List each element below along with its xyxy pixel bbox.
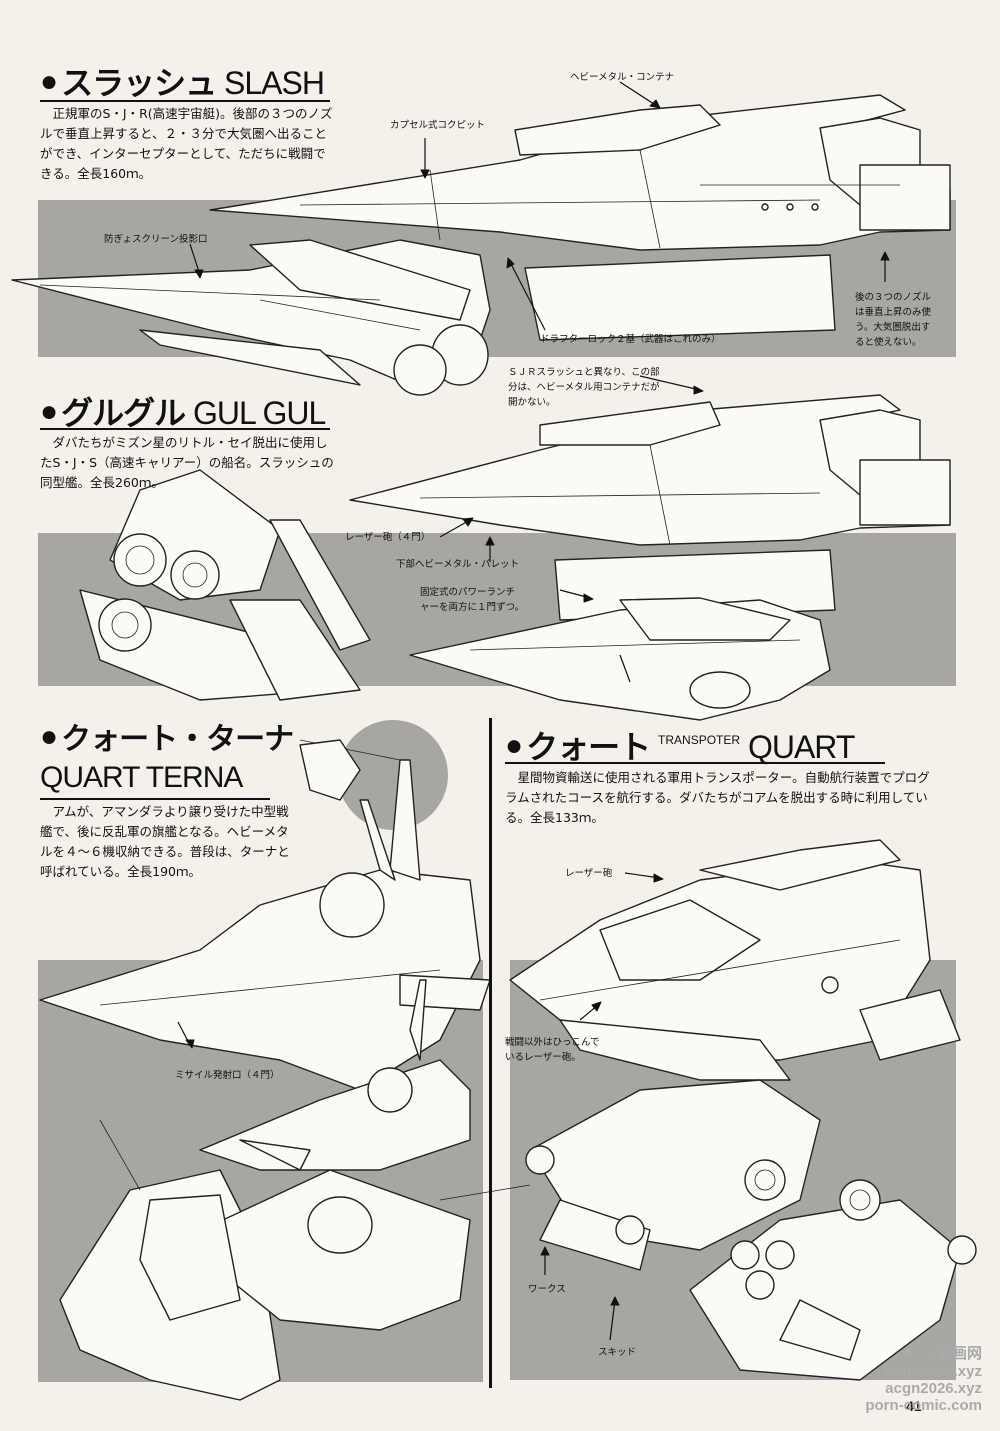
bullet-icon: ● (40, 65, 58, 98)
gulgul-label-laser-cannon: レーザー砲（４門） (345, 532, 431, 543)
gulgul-description: ダバたちがミズン星のリトル・セイ脱出に使用したS・J・S（高速キャリアー）の船名… (40, 435, 334, 490)
quart-title-rule (505, 762, 885, 764)
slash-side-view (209, 94, 951, 341)
quart-title-jp: クォート (526, 729, 651, 765)
gulgul-title: ●グルグル GUL GUL (40, 388, 326, 434)
slash-title-rule (40, 100, 330, 102)
slash-label-rear-nozzles: 後の３つのノズル は垂直上昇のみ使 う。大気圏脱出す ると使えない。 (855, 292, 932, 348)
quart-terna-main-view (39, 739, 491, 1091)
watermark: ACG漫画网 acgn2025.xyz acgn2026.xyz porn-co… (865, 1342, 982, 1414)
slash-description: 正規軍のS・J・R(高速宇宙艇)。後部の３つのノズルで垂直上昇すると、２・３分で… (40, 106, 333, 181)
watermark-line: ACG漫画网 (903, 1345, 982, 1362)
watermark-line: acgn2026.xyz (885, 1380, 982, 1397)
terna-label-missile-port: ミサイル発射口（４門） (175, 1070, 280, 1081)
watermark-line: acgn2025.xyz (885, 1363, 982, 1380)
quart-rear-view (525, 1079, 821, 1271)
terna-title-en: QUART TERNA (40, 761, 243, 794)
quart-label-retract-note: 戦闘以外はひっこんで いるレーザー砲。 (505, 1037, 600, 1063)
terna-description: アムが、アマンダラより譲り受けた中型戦艦で、後に反乱軍の旗艦となる。ヘビーメタル… (40, 804, 290, 879)
gulgul-label-lower-pallet: 下部へビーメタル・パレット (396, 559, 520, 570)
terna-title-jp: クォート・ターナ (61, 723, 294, 756)
quart-title-sub: TRANSPOTER (658, 733, 741, 747)
quart-label-works: ワークス (528, 1284, 566, 1295)
watermark-line: porn-comic.com (865, 1397, 982, 1414)
page-number: 41 (906, 1398, 922, 1414)
gulgul-title-jp: グルグル (61, 395, 186, 431)
quart-front-view (689, 1179, 977, 1381)
column-divider (489, 718, 492, 1388)
slash-title-en: SLASH (224, 65, 325, 101)
bullet-icon: ● (40, 395, 58, 428)
quart-label-skid: スキッド (598, 1347, 637, 1358)
slash-title-jp: スラッシュ (61, 65, 217, 101)
slash-title: ●スラッシュ SLASH (40, 58, 325, 104)
slash-angled-view (11, 239, 491, 396)
gulgul-label-power-launcher: 固定式のパワーランチ ャーを両方に１門ずつ。 (420, 587, 525, 613)
quart-title-en: QUART (747, 729, 855, 765)
gulgul-lower-view (409, 597, 831, 721)
slash-label-capsule-cockpit: カプセル式コクピット (390, 120, 486, 131)
slash-label-heavy-metal-container: ヘビーメタル・コンテナ (570, 72, 675, 83)
quart-top-view (509, 839, 961, 1081)
gulgul-title-en: GUL GUL (193, 395, 326, 431)
quart-title: ●クォート TRANSPOTER QUART (505, 722, 855, 768)
quart-label-laser-cannon: レーザー砲 (565, 868, 613, 879)
slash-label-drafter-rock: ドラフターロック２基（武器はこれのみ） (540, 334, 721, 345)
quart-terna-rear-view (59, 1119, 531, 1401)
slash-label-shield-projector: 防ぎょスクリーン投影口 (104, 234, 208, 245)
callout-arrows (177, 81, 890, 1341)
quart-description: 星間物資輸送に使用される軍用トランスポーター。自動航行装置でプログラムされたコー… (505, 770, 930, 825)
bullet-icon: ● (40, 720, 58, 753)
terna-title-rule (40, 798, 270, 800)
quart-terna-front-view (199, 979, 471, 1171)
bullet-icon: ● (505, 729, 523, 762)
gulgul-title-rule (40, 428, 330, 430)
gulgul-rear-view (79, 469, 371, 701)
terna-title: ●クォート・ターナ QUART TERNA (40, 718, 294, 797)
gulgul-label-container-note: ＳＪＲスラッシュと異なり、この部 分は、ヘビーメタル用コンテナだが 開かない。 (508, 367, 660, 408)
